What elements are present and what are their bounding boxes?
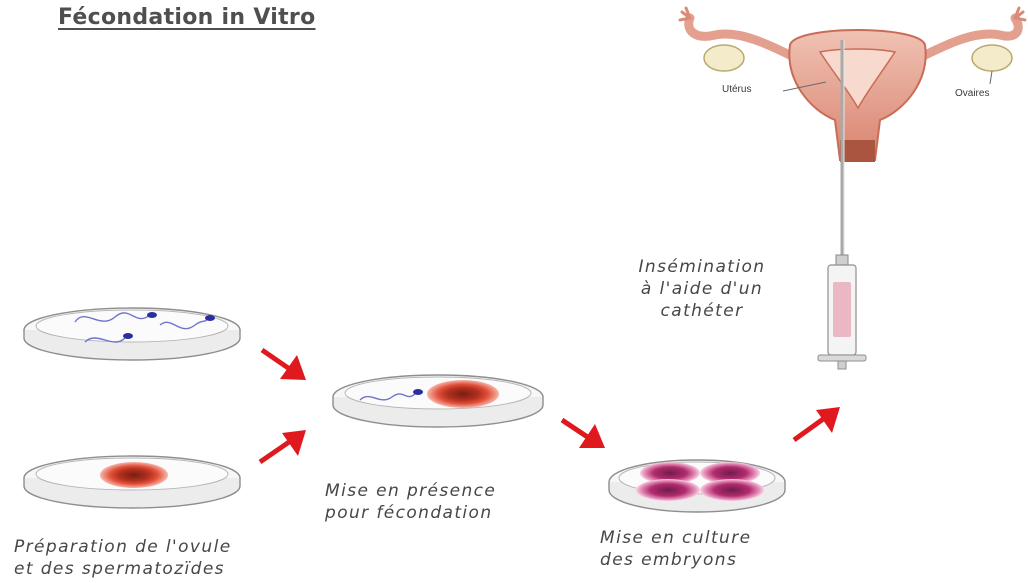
syringe-flange <box>818 355 866 361</box>
arrow-fertilization-to-culture <box>562 420 605 448</box>
syringe-content <box>833 282 851 337</box>
culture-caption-line1: Mise en culture <box>600 527 751 549</box>
diagram-title: Fécondation in Vitro <box>58 5 316 30</box>
preparation-caption-line1: Préparation de l'ovule <box>14 536 232 558</box>
insemination-caption: Insémination à l'aide d'un cathéter <box>612 256 792 322</box>
arrow-culture-to-insemination <box>794 407 840 440</box>
fertilized-ovule <box>427 380 499 408</box>
ovaries-pointer <box>990 71 992 84</box>
sperm-head <box>147 312 157 318</box>
cervix <box>840 140 875 162</box>
embryo-cell <box>636 479 700 501</box>
insemination-caption-line1: Insémination <box>612 256 792 278</box>
uterus-label: Utérus <box>722 84 751 95</box>
culture-caption: Mise en culture des embryons <box>600 527 751 571</box>
left-ovary <box>704 45 744 71</box>
syringe-plunger <box>838 361 846 369</box>
presence-caption: Mise en présence pour fécondation <box>325 480 496 524</box>
sperm-head <box>413 389 423 395</box>
arrow-ovule-to-fertilization <box>260 430 306 462</box>
insemination-caption-line2: à l'aide d'un <box>612 278 792 300</box>
presence-caption-line2: pour fécondation <box>325 502 496 524</box>
petri-dish-fertilization <box>333 375 543 427</box>
petri-dish-sperm <box>24 308 240 360</box>
arrow-sperm-to-fertilization <box>262 350 306 380</box>
right-ovary <box>972 45 1012 71</box>
petri-dish-ovule <box>24 456 240 508</box>
ovaries-label: Ovaires <box>955 88 989 99</box>
preparation-caption: Préparation de l'ovule et des spermatozï… <box>14 536 232 580</box>
embryo-cell <box>700 479 764 501</box>
preparation-caption-line2: et des spermatozïdes <box>14 558 232 580</box>
sperm-head <box>123 333 133 339</box>
petri-dish-embryos <box>609 460 785 512</box>
left-fimbriae <box>680 8 690 20</box>
presence-caption-line1: Mise en présence <box>325 480 496 502</box>
right-fimbriae <box>1015 8 1025 20</box>
culture-caption-line2: des embryons <box>600 549 751 571</box>
syringe-hub <box>836 255 848 265</box>
sperm-head <box>205 315 215 321</box>
ovule <box>100 462 168 488</box>
insemination-caption-line3: cathéter <box>612 300 792 322</box>
